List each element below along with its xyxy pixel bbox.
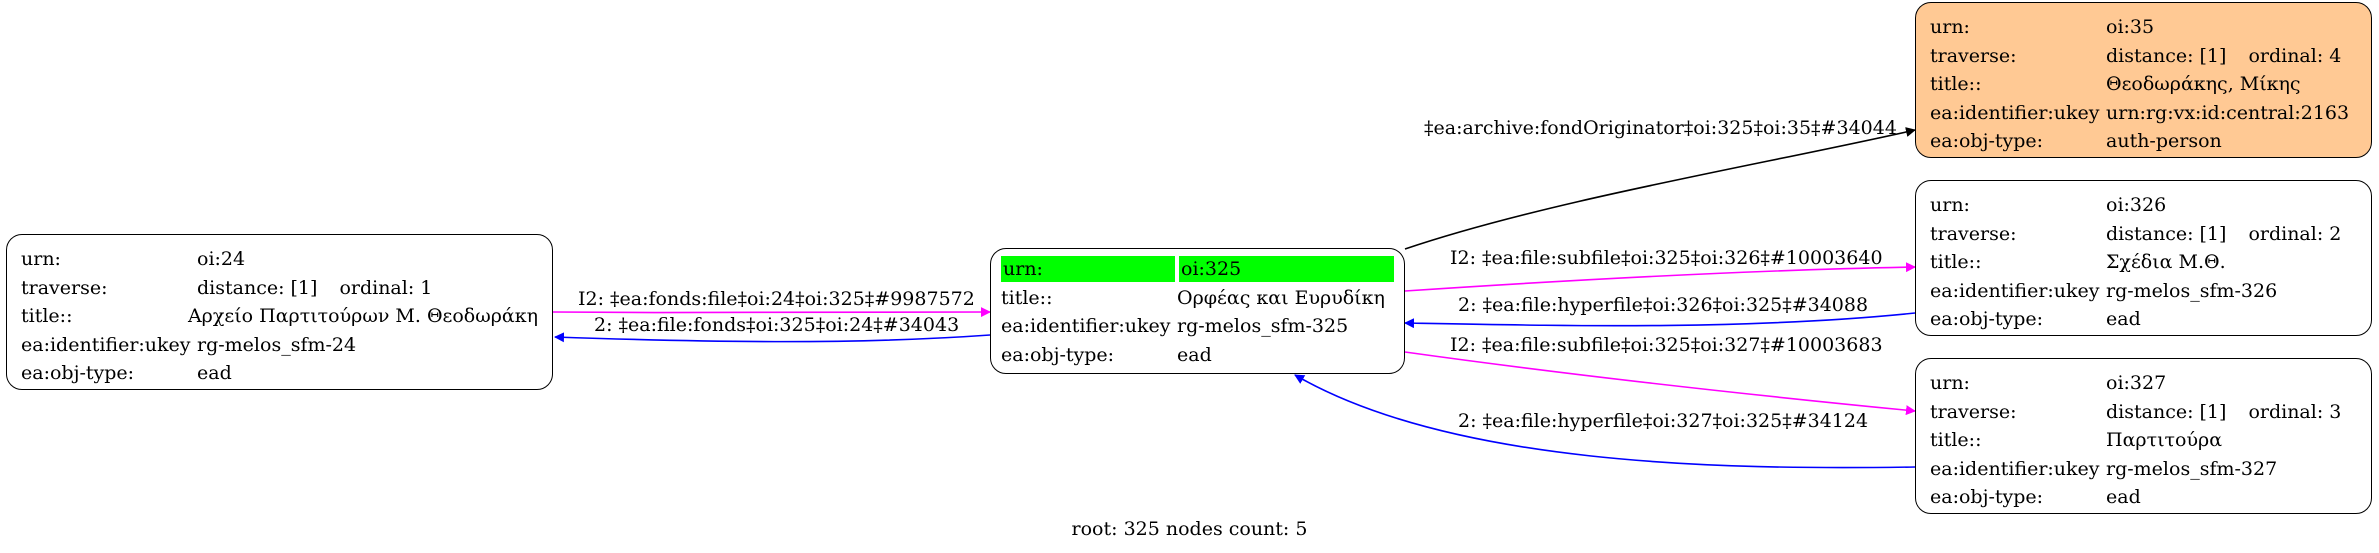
node-row-traverse: traverse:distance: [1]ordinal: 4: [1930, 44, 2342, 67]
node-oi-24[interactable]: urn:oi:24 traverse:distance: [1]ordinal:…: [6, 234, 553, 390]
node-oi-35[interactable]: urn:oi:35 traverse:distance: [1]ordinal:…: [1915, 2, 2372, 158]
node-row-type: ea:obj-type:auth-person: [1930, 130, 2222, 153]
edge-hyperfile-327: [1294, 374, 1916, 469]
edge-fonds-file: [552, 307, 991, 318]
node-oi-327[interactable]: urn:oi:327 traverse:distance: [1]ordinal…: [1915, 358, 2372, 514]
edge-hyperfile-326: [1404, 312, 1916, 329]
node-row-type: ea:obj-type:ead: [21, 362, 232, 385]
edge-label-hyperfile-326: 2: ‡ea:file:hyperfile‡oi:326‡oi:325‡#340…: [1458, 294, 1868, 316]
node-row-urn: urn:oi:24: [21, 248, 246, 271]
edge-label-file-fonds: 2: ‡ea:file:fonds‡oi:325‡oi:24‡#34043: [594, 314, 959, 336]
node-row-title: title::Σχέδια Μ.Θ.: [1930, 251, 2226, 274]
edge-label-subfile-326: I2: ‡ea:file:subfile‡oi:325‡oi:326‡#1000…: [1450, 247, 1883, 269]
node-row-urn: urn:oi:35: [1930, 16, 2155, 39]
edge-label-fond-originator: ‡ea:archive:fondOriginator‡oi:325‡oi:35‡…: [1424, 117, 1897, 139]
node-oi-326[interactable]: urn:oi:326 traverse:distance: [1]ordinal…: [1915, 180, 2372, 336]
node-row-title: title::Παρτιτούρα: [1930, 429, 2223, 452]
node-row-type: ea:obj-type:ead: [1930, 486, 2141, 509]
node-row-title: title::Θεοδωράκης, Μίκης: [1930, 73, 2301, 96]
edge-label-fonds-file: I2: ‡ea:fonds:file‡oi:24‡oi:325‡#9987572: [578, 288, 975, 310]
node-row-traverse: traverse:distance: [1]ordinal: 2: [1930, 222, 2342, 245]
node-oi-325-root[interactable]: urn:oi:325 title::Ορφέας και Ευρυδίκη ea…: [990, 248, 1405, 374]
graph-footer: root: 325 nodes count: 5: [1071, 518, 1308, 540]
edge-label-subfile-327: I2: ‡ea:file:subfile‡oi:325‡oi:327‡#1000…: [1450, 334, 1883, 356]
node-row-type: ea:obj-type:ead: [1930, 308, 2141, 331]
node-row-title: title::Ορφέας και Ευρυδίκη: [1001, 286, 1385, 309]
edge-subfile-326: [1404, 262, 1916, 292]
node-row-urn: urn:oi:325: [1001, 255, 1394, 284]
node-row-traverse: traverse:distance: [1]ordinal: 3: [1930, 400, 2342, 423]
node-row-type: ea:obj-type:ead: [1001, 343, 1212, 366]
node-row-traverse: traverse:distance: [1]ordinal: 1: [21, 276, 433, 299]
node-row-title: title::Αρχείο Παρτιτούρων Μ. Θεοδωράκη: [21, 305, 538, 328]
edge-fond-originator: [1404, 127, 1916, 250]
edge-subfile-327: [1404, 351, 1916, 416]
edge-file-fonds: [554, 332, 991, 343]
edge-label-hyperfile-327: 2: ‡ea:file:hyperfile‡oi:327‡oi:325‡#341…: [1458, 410, 1868, 432]
node-row-urn: urn:oi:326: [1930, 194, 2167, 217]
node-row-urn: urn:oi:327: [1930, 372, 2167, 395]
